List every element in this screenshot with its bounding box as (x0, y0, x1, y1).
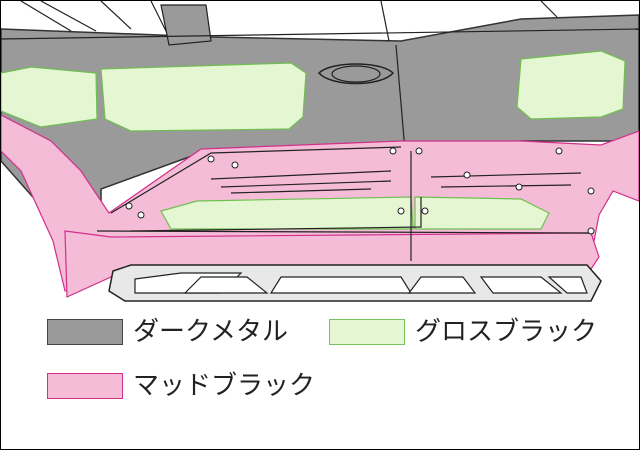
lower-insert-gloss-black-back (414, 196, 550, 230)
legend-swatch-dark-metal (47, 319, 123, 345)
legend-label-dark-metal: ダークメタル (133, 317, 288, 347)
legend-item-gloss-black: グロスブラック (329, 317, 629, 349)
door-panel-gloss-black (100, 62, 307, 132)
legend-item-dark-metal: ダークメタル (47, 317, 327, 349)
side-step (108, 264, 602, 302)
legend-item-matte-black: マッドブラック (47, 371, 347, 403)
vehicle-side-diagram (1, 1, 639, 302)
door-handle (317, 63, 395, 85)
fender-trim-gloss-black (1, 66, 98, 128)
lower-insert-gloss-black-front (160, 196, 414, 230)
legend-label-matte-black: マッドブラック (133, 371, 316, 401)
cladding-detail-lines (96, 146, 592, 261)
rear-panel-gloss-black (516, 50, 626, 120)
legend-swatch-matte-black (47, 373, 123, 399)
rivets (125, 147, 595, 235)
legend-swatch-gloss-black (329, 319, 405, 345)
legend-label-gloss-black: グロスブラック (415, 317, 598, 347)
